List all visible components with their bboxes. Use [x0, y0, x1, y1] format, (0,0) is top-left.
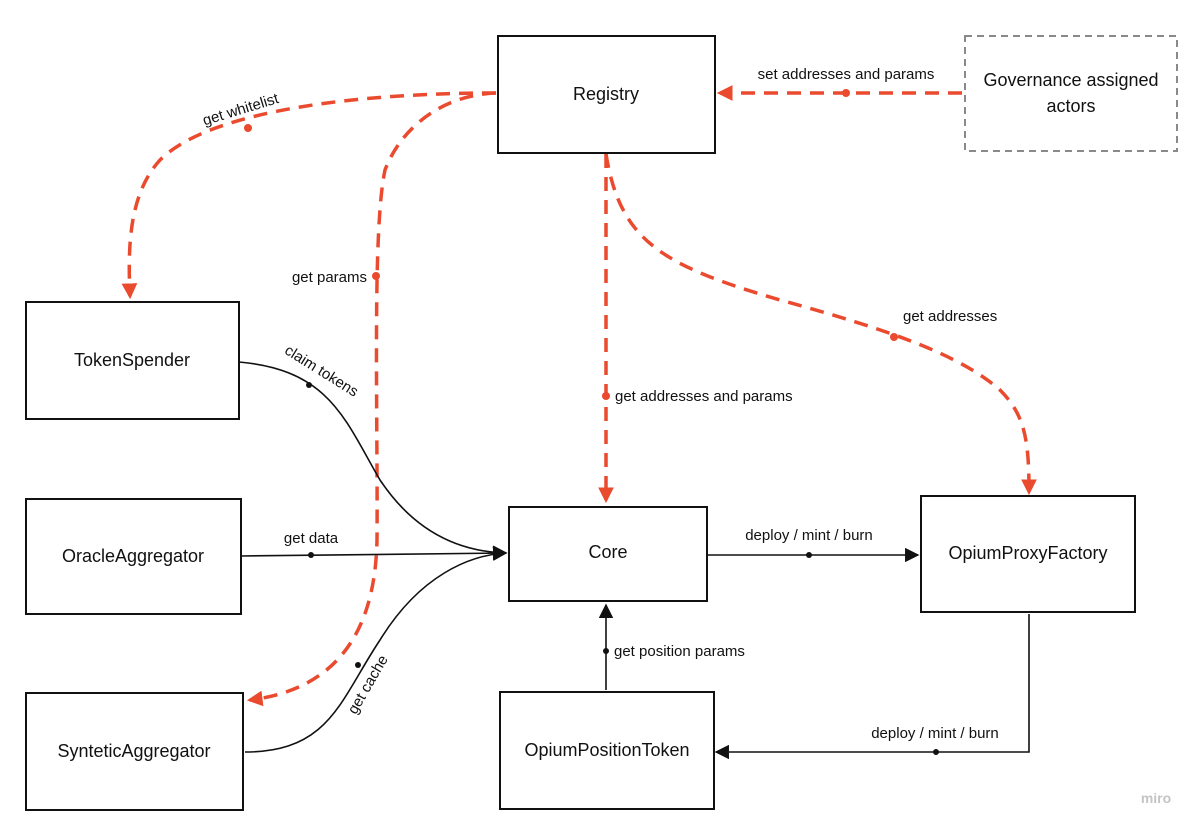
label-deploy-mint-burn-factory: deploy / mint / burn [871, 725, 999, 742]
label-get-cache: get cache [344, 652, 391, 717]
label-set-addresses-and-params: set addresses and params [758, 66, 935, 83]
node-oracle-aggregator-label: OracleAggregator [62, 546, 204, 566]
node-oracle-aggregator[interactable]: OracleAggregator [25, 498, 242, 615]
edge-claim-tokens [238, 361, 508, 560]
edge-dot [890, 333, 898, 341]
label-deploy-mint-burn-core: deploy / mint / burn [745, 527, 873, 544]
edge-get-cache [244, 546, 508, 753]
node-registry-label: Registry [573, 84, 639, 104]
edge-dot [806, 552, 812, 558]
edge-dot [244, 124, 252, 132]
edge-dot [842, 89, 850, 97]
label-get-addresses-and-params: get addresses and params [615, 388, 793, 405]
miro-watermark: miro [1141, 790, 1171, 806]
node-opium-position-token-label: OpiumPositionToken [524, 740, 689, 760]
edge-dot [355, 662, 361, 668]
edge-get-params [246, 91, 497, 707]
label-get-params: get params [292, 269, 367, 286]
node-governance[interactable]: Governance assigned actors [964, 35, 1178, 152]
edge-dot [308, 552, 314, 558]
node-token-spender[interactable]: TokenSpender [25, 301, 240, 420]
node-core-label: Core [588, 542, 627, 562]
edge-get-whitelist [121, 91, 497, 300]
node-opium-position-token[interactable]: OpiumPositionToken [499, 691, 715, 810]
node-syntetic-aggregator[interactable]: SynteticAggregator [25, 692, 244, 811]
edge-dot [602, 392, 610, 400]
node-syntetic-aggregator-label: SynteticAggregator [57, 741, 210, 761]
label-get-position-params: get position params [614, 643, 745, 660]
edge-dot [603, 648, 609, 654]
label-get-whitelist: get whitelist [201, 90, 282, 129]
label-get-addresses: get addresses [903, 308, 997, 325]
node-governance-label-line1: Governance assigned [983, 70, 1158, 90]
node-governance-label-line2: actors [1046, 96, 1095, 116]
edge-dot [306, 382, 312, 388]
node-opium-proxy-factory-label: OpiumProxyFactory [948, 543, 1107, 563]
node-token-spender-label: TokenSpender [74, 350, 190, 370]
edge-get-addresses [604, 153, 1037, 496]
edge-deploy-mint-burn-factory [714, 614, 1030, 760]
node-registry[interactable]: Registry [497, 35, 716, 154]
edge-get-data [240, 545, 508, 561]
edge-dot [933, 749, 939, 755]
node-core[interactable]: Core [508, 506, 708, 602]
edge-dot [372, 272, 380, 280]
label-get-data: get data [284, 530, 339, 547]
node-opium-proxy-factory[interactable]: OpiumProxyFactory [920, 495, 1136, 613]
